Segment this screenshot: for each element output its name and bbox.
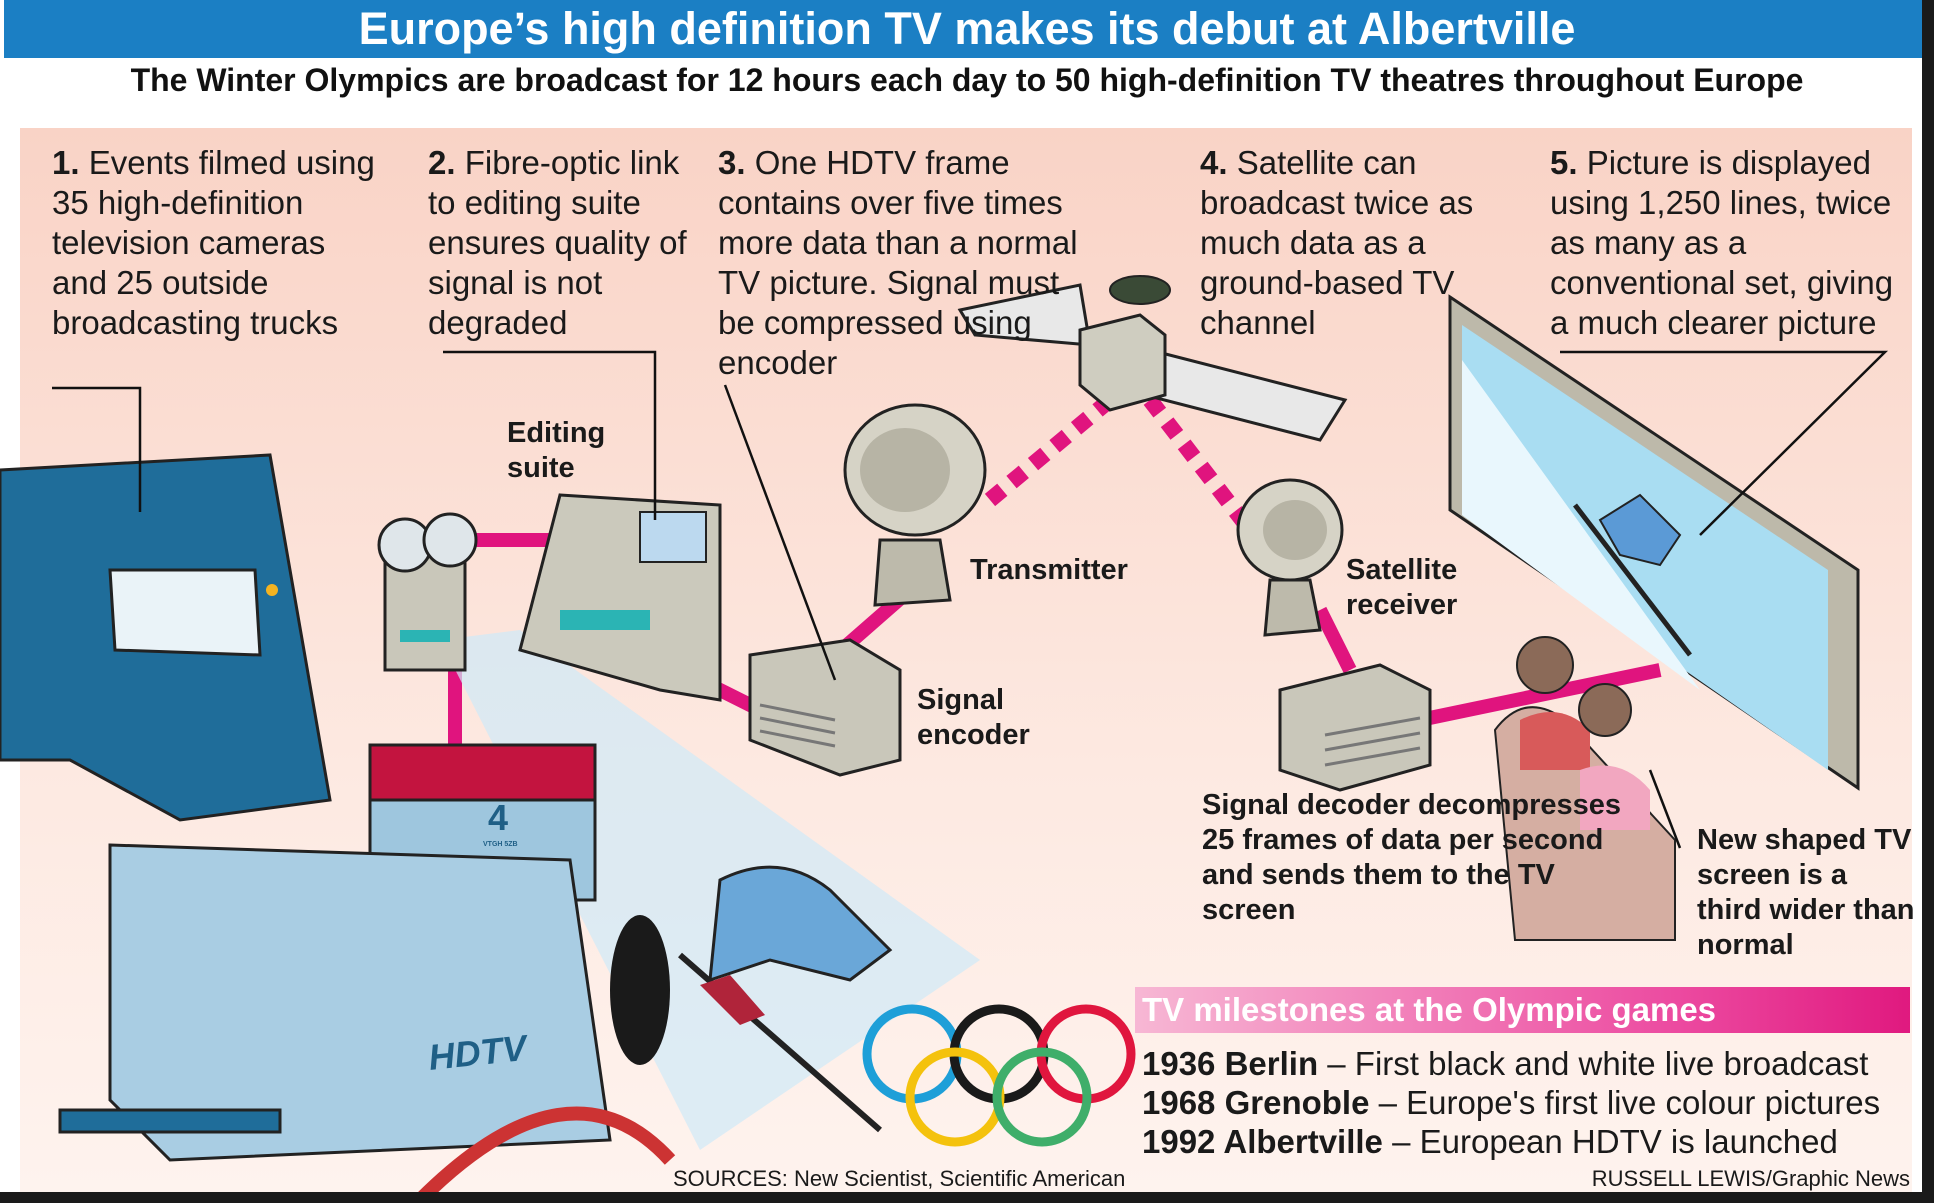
editing-suite-console	[518, 493, 722, 702]
tape-machine	[377, 512, 478, 672]
satellite-beams	[984, 393, 1257, 535]
milestone-item: 1936 Berlin – First black and white live…	[1142, 1045, 1869, 1082]
transmitter-dish	[843, 403, 987, 607]
satellite-receiver-dish	[1236, 478, 1344, 637]
step-4: 4. Satellite can broadcast twice as much…	[1200, 144, 1474, 341]
page-title: Europe’s high definition TV makes its de…	[4, 0, 1930, 58]
signal-encoder-label: Signal encoder	[917, 684, 1030, 751]
credit: RUSSELL LEWIS/Graphic News	[1591, 1166, 1910, 1191]
milestones-banner	[1135, 987, 1910, 1033]
viewers	[1493, 636, 1676, 941]
editing-suite-label: Editing suite	[507, 417, 606, 484]
frame-border-right	[1922, 0, 1934, 1203]
satellite-receiver-label: Satellite receiver	[1346, 554, 1458, 621]
milestones-title: TV milestones at the Olympic games	[1142, 991, 1717, 1028]
step-1: 1. Events filmed using 35 high-definitio…	[52, 144, 375, 341]
frame-border-bottom	[0, 1192, 1934, 1203]
skier	[678, 865, 893, 1133]
sources-note: SOURCES: New Scientist, Scientific Ameri…	[673, 1166, 1126, 1191]
signal-decoder-label: Signal decoder decompresses 25 frames of…	[1202, 789, 1622, 926]
tv-screen	[1448, 294, 1860, 791]
milestone-item: 1968 Grenoble – Europe's first live colo…	[1142, 1084, 1881, 1121]
hdtv-camera: 4 VTGH 5ZB HDTV	[0, 453, 676, 1203]
leader-lines	[52, 350, 1889, 849]
signal-decoder-box	[1278, 663, 1432, 792]
camera-code: VTGH 5ZB	[483, 841, 518, 848]
signal-encoder-box	[748, 638, 902, 777]
page-subtitle: The Winter Olympics are broadcast for 12…	[130, 62, 1804, 98]
satellite	[957, 275, 1348, 442]
step-2: 2. Fibre-optic link to editing suite ens…	[428, 144, 687, 341]
step-5: 5. Picture is displayed using 1,250 line…	[1550, 144, 1894, 341]
step-3: 3. One HDTV frame contains over five tim…	[718, 144, 1078, 381]
transmitter-label: Transmitter	[970, 554, 1128, 586]
tv-screen-label: New shaped TV screen is a third wider th…	[1697, 824, 1915, 961]
milestone-item: 1992 Albertville – European HDTV is laun…	[1142, 1123, 1838, 1160]
olympic-rings	[862, 1004, 1136, 1147]
camera-number: 4	[488, 797, 508, 838]
